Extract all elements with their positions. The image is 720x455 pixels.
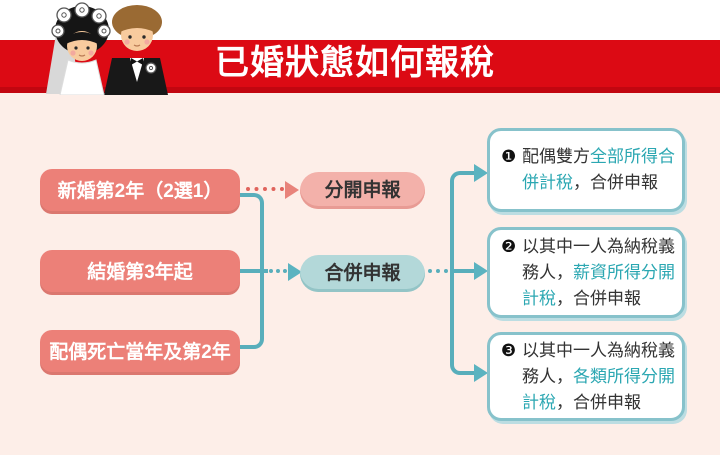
- number-1-badge: ❶: [501, 147, 517, 166]
- connector-dotted-red: [246, 187, 284, 191]
- number-2-badge: ❷: [501, 236, 517, 256]
- condition-newlywed-year2: 新婚第2年（2選1）: [40, 169, 240, 214]
- number-3-badge: ❸: [501, 340, 517, 360]
- result-rich-text-1: 配偶雙方全部所得合 併計稅，合併申報: [522, 147, 675, 192]
- connector-line-joint: [240, 269, 268, 273]
- result-text-1: ❶ 配偶雙方全部所得合 併計稅，合併申報: [490, 144, 679, 196]
- result-box-1: ❶ 配偶雙方全部所得合 併計稅，合併申報: [487, 128, 685, 212]
- condition-spouse-deceased: 配偶死亡當年及第2年: [40, 330, 240, 375]
- page-title: 已婚狀態如何報稅: [215, 44, 495, 82]
- arrowhead-teal-joint-icon: [288, 263, 302, 281]
- method-separate-filing: 分開申報: [300, 172, 425, 209]
- arrowhead-teal-result1-icon: [474, 164, 488, 182]
- connector-dotted-teal-right: [428, 269, 448, 273]
- arrowhead-red-icon: [285, 181, 299, 199]
- condition-married-year3: 結婚第3年起: [40, 250, 240, 295]
- bride-and-groom-icon: [46, 2, 168, 95]
- connector-dotted-teal-left: [269, 269, 287, 273]
- method-joint-filing: 合併申報: [300, 255, 425, 292]
- connector-line-middle: [452, 269, 476, 273]
- result-rich-text-3: 以其中一人為納稅義 務人，各類所得分開 計稅，合併申報: [522, 340, 675, 412]
- arrowhead-teal-result3-icon: [474, 364, 488, 382]
- result-rich-text-2: 以其中一人為納稅義 務人，薪資所得分開 計稅，合併申報: [522, 236, 675, 308]
- bracket-right-teal: [450, 171, 476, 375]
- arrowhead-teal-result2-icon: [474, 262, 488, 280]
